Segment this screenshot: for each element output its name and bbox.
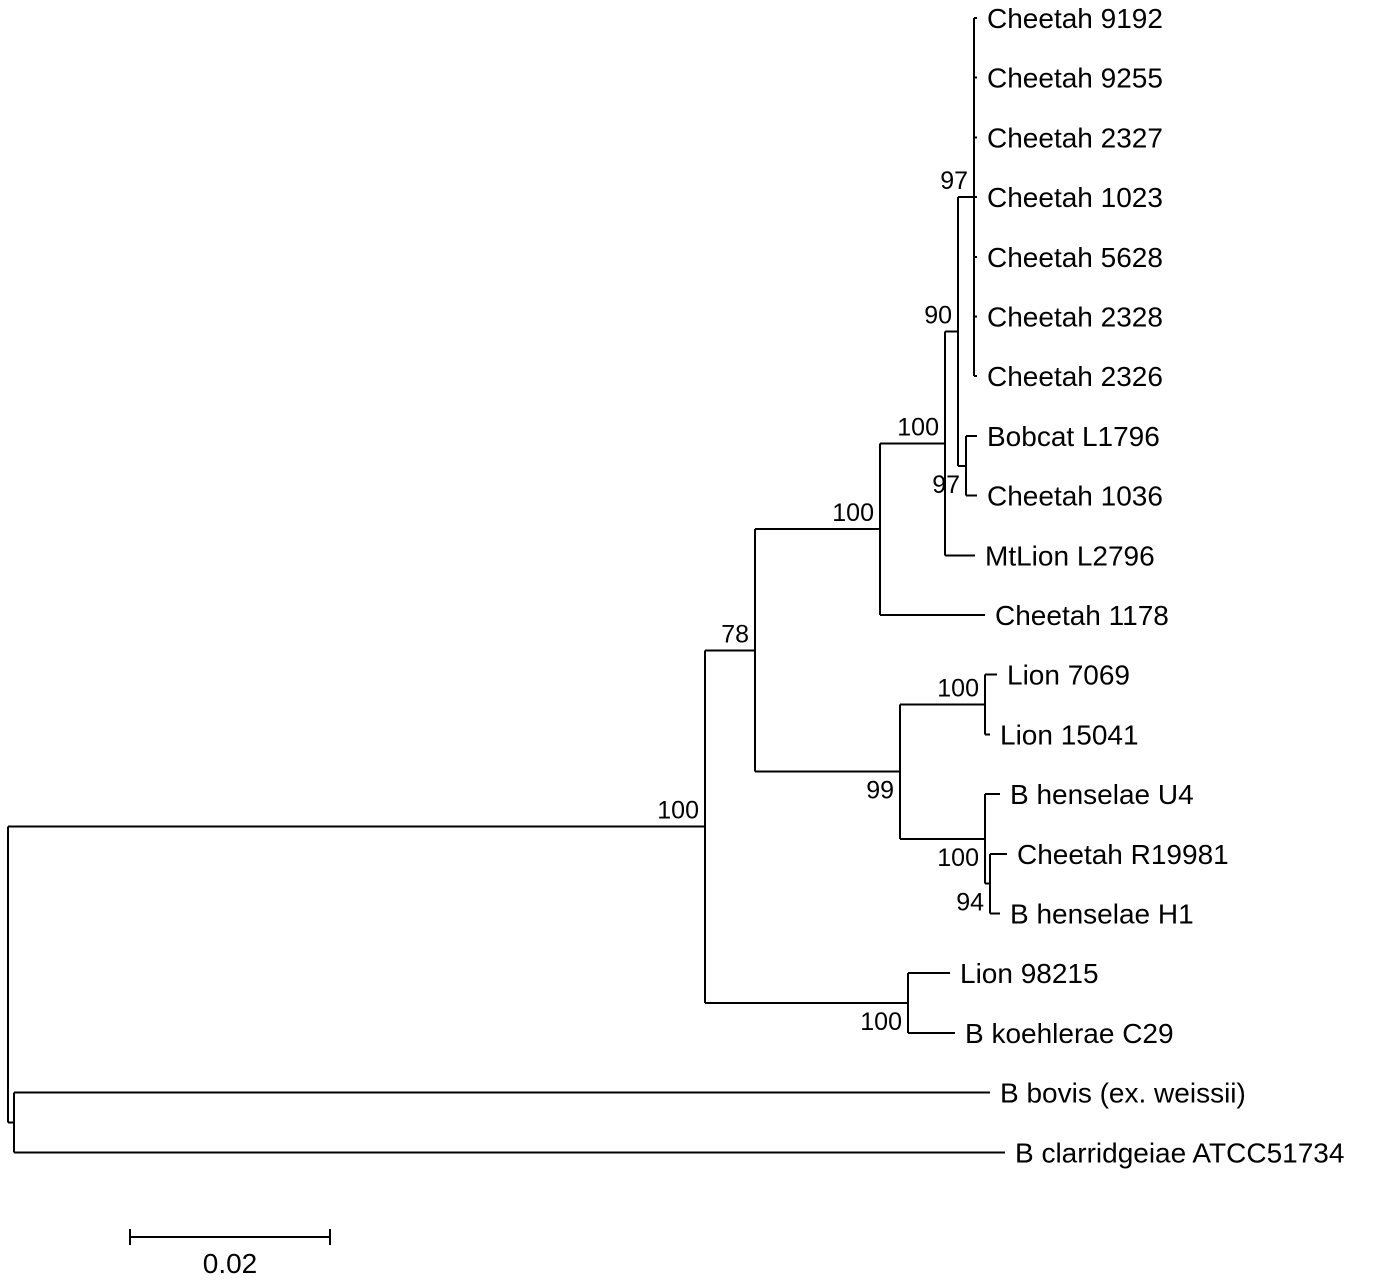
taxon-label: B clarridgeiae ATCC51734 [1015, 1137, 1344, 1168]
scale-bar-label: 0.02 [203, 1248, 258, 1279]
bootstrap-label: 100 [657, 797, 699, 825]
taxon-label: B henselae U4 [1010, 779, 1194, 810]
bootstrap-label: 94 [956, 889, 984, 917]
scale-bar: 0.02 [129, 1229, 331, 1279]
taxon-label: Cheetah 5628 [987, 242, 1163, 273]
taxon-label: B koehlerae C29 [965, 1018, 1174, 1049]
taxon-label: Cheetah 2326 [987, 361, 1163, 392]
taxon-label: Cheetah 1023 [987, 182, 1163, 213]
bootstrap-label: 100 [860, 1008, 902, 1036]
bootstrap-label: 97 [932, 471, 960, 499]
taxon-label: B bovis (ex. weissii) [1000, 1078, 1246, 1109]
taxon-label: Cheetah 9192 [987, 3, 1163, 34]
bootstrap-label: 78 [721, 620, 749, 648]
taxon-label: Cheetah 9255 [987, 63, 1163, 94]
taxon-label: MtLion L2796 [985, 540, 1155, 571]
taxon-label: Cheetah 1036 [987, 481, 1163, 512]
taxon-label: Lion 15041 [1000, 719, 1139, 750]
taxon-label: Cheetah 1178 [995, 600, 1169, 631]
bootstrap-label: 99 [866, 777, 894, 805]
bootstrap-label: 100 [937, 844, 979, 872]
taxon-label: Lion 98215 [960, 958, 1099, 989]
taxon-label: Bobcat L1796 [987, 421, 1160, 452]
bootstrap-label: 100 [897, 413, 939, 441]
taxon-label: Cheetah 2327 [987, 122, 1163, 153]
bootstrap-label: 100 [937, 675, 979, 703]
bootstrap-label: 97 [940, 167, 968, 195]
taxon-label: Lion 7069 [1007, 660, 1130, 691]
taxon-label: B henselae H1 [1010, 899, 1194, 930]
taxon-label: Cheetah R19981 [1017, 839, 1229, 870]
bootstrap-label: 90 [924, 301, 952, 329]
taxon-label: Cheetah 2328 [987, 302, 1163, 333]
bootstrap-label: 100 [832, 499, 874, 527]
